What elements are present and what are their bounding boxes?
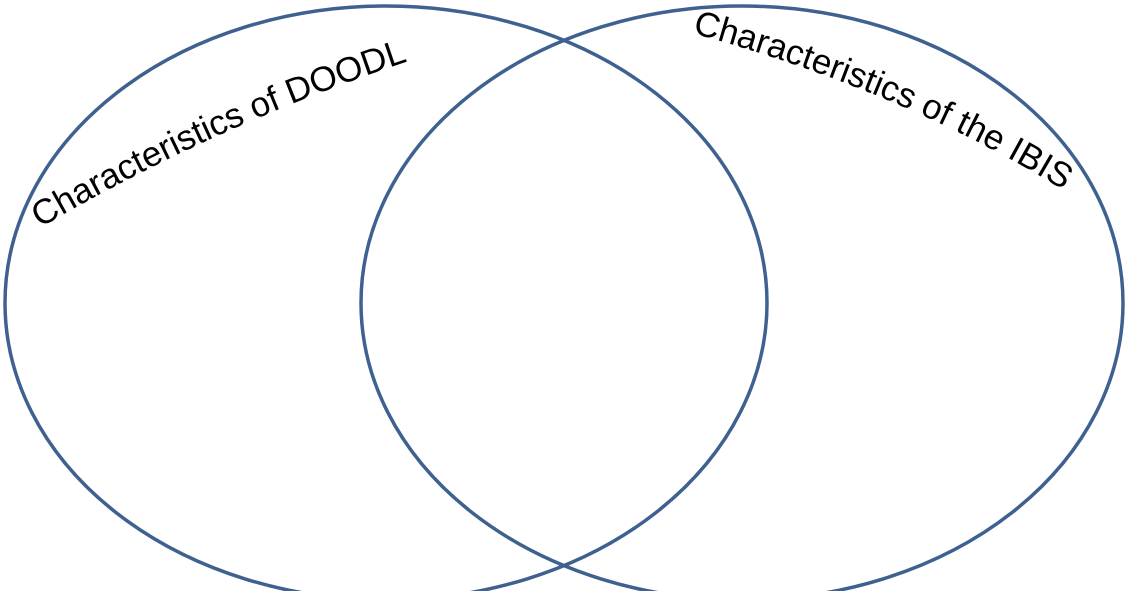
right-set-circle <box>359 4 1125 591</box>
left-set-label: Characteristics of DOODLE <box>0 0 410 235</box>
left-set-circle <box>3 4 769 591</box>
